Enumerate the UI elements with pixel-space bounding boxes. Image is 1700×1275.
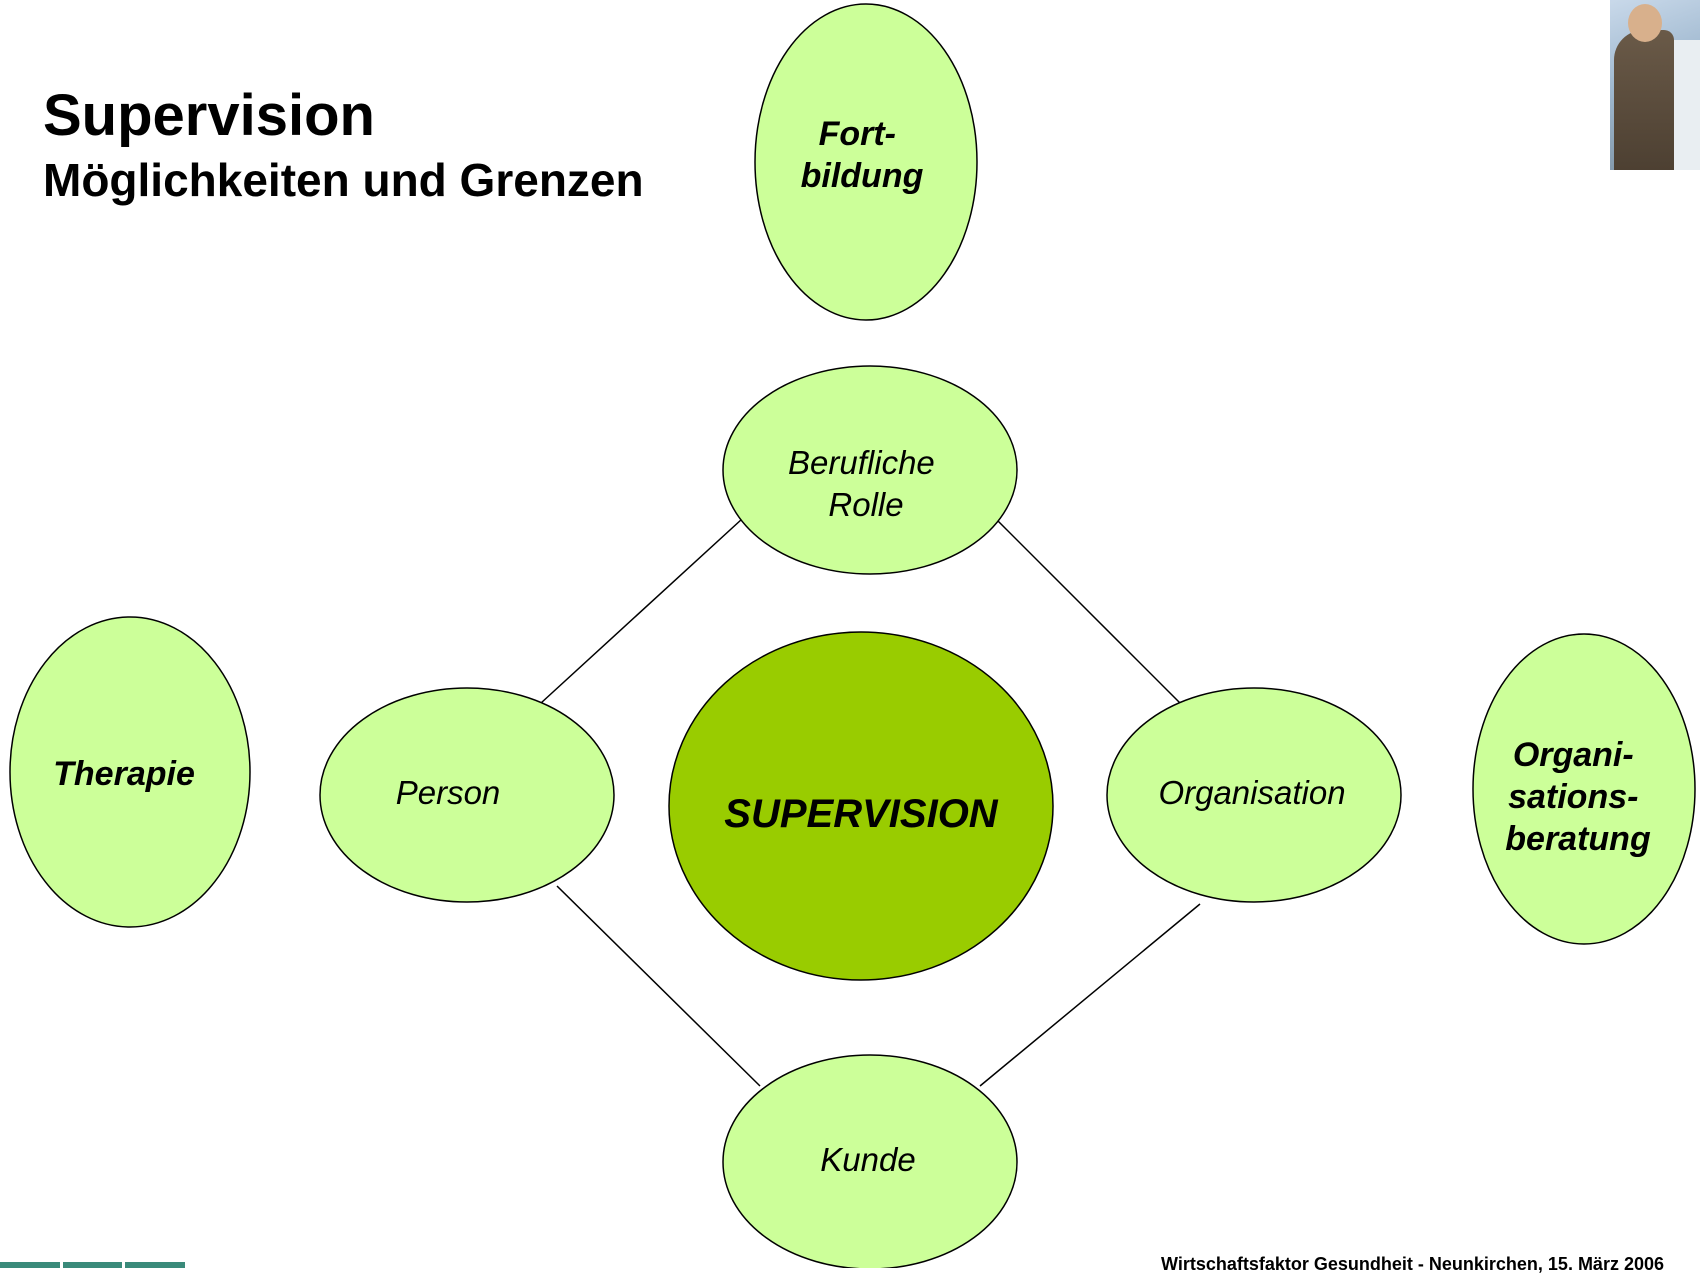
connector-organisation-kunde (979, 903, 1201, 1087)
node-kunde: Kunde (722, 1054, 1018, 1268)
node-organisationsberatung-line-2: sations- (1508, 778, 1638, 816)
logo-bar (0, 1262, 186, 1268)
node-berufliche-rolle: Berufliche Rolle (722, 365, 1018, 575)
svg-text:SUPERVISION: SUPERVISION (724, 792, 999, 836)
node-person-label: Person (396, 774, 501, 811)
node-person: Person (319, 687, 615, 903)
node-fortbildung-line-2: bildung (801, 157, 924, 195)
person-photo (1610, 0, 1700, 170)
node-fortbildung: Fort- bildung (754, 3, 978, 321)
svg-text:Therapie: Therapie (53, 755, 195, 793)
node-organisationsberatung-line-1: Organi- (1513, 736, 1634, 774)
footer-text: Wirtschaftsfaktor Gesundheit - Neunkirch… (1161, 1254, 1664, 1274)
page-title: Supervision (43, 83, 375, 148)
page-subtitle: Möglichkeiten und Grenzen (43, 154, 644, 206)
node-therapie-label: Therapie (53, 755, 195, 793)
svg-text:Kunde: Kunde (820, 1141, 915, 1178)
svg-text:Fort- bildung: Fort- bildung (801, 115, 924, 195)
svg-text:Person: Person (396, 774, 501, 811)
connector-rolle-organisation (995, 518, 1181, 704)
node-supervision-center: SUPERVISION (668, 631, 1054, 981)
node-berufliche-rolle-line-2: Rolle (828, 486, 903, 523)
node-supervision-label: SUPERVISION (724, 792, 999, 836)
connector-person-kunde (556, 885, 761, 1087)
node-therapie: Therapie (9, 616, 251, 928)
svg-text:Organisation: Organisation (1158, 774, 1345, 811)
node-organisation: Organisation (1106, 687, 1402, 903)
node-organisationsberatung-line-3: beratung (1505, 820, 1651, 858)
svg-text:Berufliche Rolle: Berufliche Rolle (788, 444, 944, 523)
node-fortbildung-line-1: Fort- (819, 115, 896, 153)
svg-text:Organi- sations- b: Organi- sations- beratung (1505, 736, 1651, 858)
node-berufliche-rolle-line-1: Berufliche (788, 444, 935, 481)
node-organisationsberatung: Organi- sations- beratung (1472, 633, 1696, 945)
node-organisation-label: Organisation (1158, 774, 1345, 811)
connector-rolle-person (540, 518, 743, 704)
node-kunde-label: Kunde (820, 1141, 915, 1178)
